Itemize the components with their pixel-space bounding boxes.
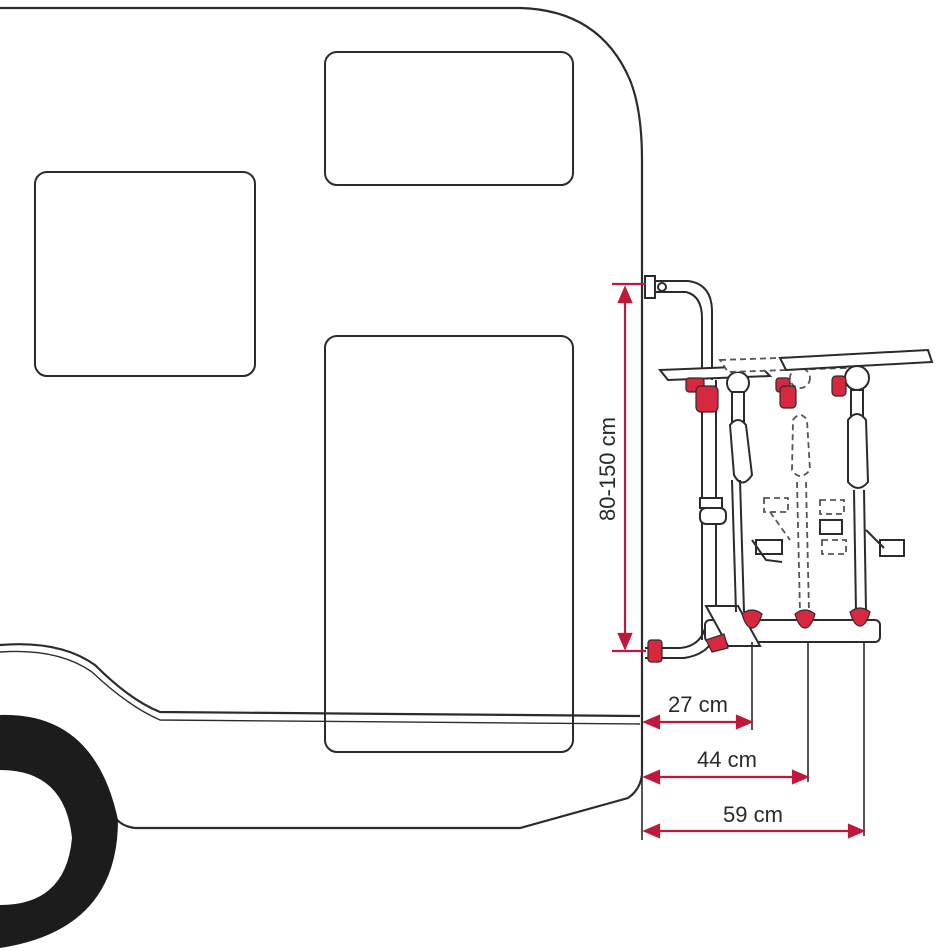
wheel	[0, 714, 118, 948]
height-dimension	[612, 282, 646, 653]
height-label: 80-150 cm	[595, 417, 620, 521]
upper-window	[324, 51, 574, 186]
depth-label-44: 44 cm	[697, 747, 757, 772]
skirt-line-lower	[0, 650, 641, 725]
rail-legs	[641, 642, 865, 840]
upper-bracket	[644, 275, 656, 299]
skirt-line-upper	[0, 643, 641, 718]
depth-label-59: 59 cm	[723, 802, 783, 827]
depth-label-27: 27 cm	[668, 692, 728, 717]
side-window	[34, 171, 256, 377]
red-clamps	[647, 375, 871, 663]
bike-rack	[644, 275, 881, 659]
depth-dimension-1	[642, 714, 754, 730]
depth-dimension-2	[642, 769, 810, 785]
camper-outline	[0, 6, 644, 830]
rack-upper-arm	[645, 280, 713, 380]
depth-dimension-3	[642, 823, 866, 839]
door	[324, 335, 574, 753]
camper-body	[0, 6, 644, 830]
bike-3	[778, 348, 934, 613]
bike-1	[657, 364, 783, 613]
